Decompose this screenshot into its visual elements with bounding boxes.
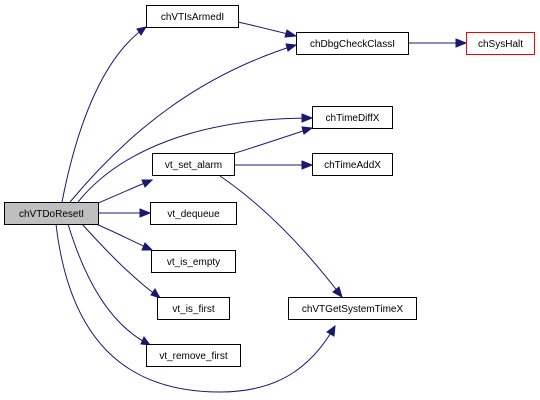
- node-vt-remove-first[interactable]: vt_remove_first: [146, 344, 241, 367]
- edge-chvtdoreseti-to-chvtgetsystemtimex: [55, 223, 336, 393]
- node-vt-is-empty-box: [151, 250, 236, 273]
- node-chtimeaddx-box: [312, 153, 393, 176]
- edge-vt-set-alarm-to-chvtgetsystemtimex: [219, 175, 343, 299]
- node-chdbgcheckclassi-label: chDbgCheckClassI: [310, 39, 395, 50]
- node-vt-remove-first-label: vt_remove_first: [159, 351, 228, 362]
- edge-chdbgcheckclassi-to-chsyshalt: [408, 38, 468, 48]
- node-chtimediffx-box: [312, 106, 393, 129]
- node-chtimediffx[interactable]: chTimeDiffX: [312, 106, 393, 129]
- node-chsyshalt-label: chSysHalt: [478, 39, 523, 50]
- node-vt-is-first-box: [157, 297, 230, 320]
- edge-chvtdoreseti-to-chdbgcheckclassi: [69, 43, 298, 203]
- node-vt-set-alarm-box: [152, 153, 235, 176]
- edge-chvtdoreseti-to-vt-remove-first: [67, 223, 152, 346]
- node-vt-set-alarm-label: vt_set_alarm: [165, 160, 222, 171]
- node-vt-is-empty-label: vt_is_empty: [167, 257, 220, 268]
- node-chvtisarmedi[interactable]: chVTIsArmedI: [146, 5, 239, 28]
- edge-vt-set-alarm-to-chtimeaddx: [234, 160, 314, 170]
- node-chvtisarmedi-label: chVTIsArmedI: [161, 12, 224, 23]
- node-chsyshalt[interactable]: chSysHalt: [466, 32, 535, 55]
- edge-chvtdoreseti-to-vt-is-empty: [95, 223, 154, 251]
- node-chtimeaddx-label: chTimeAddX: [324, 160, 381, 171]
- node-chtimeaddx[interactable]: chTimeAddX: [312, 153, 393, 176]
- node-chvtdoreseti-label: chVTDoResetI: [19, 209, 84, 220]
- node-chdbgcheckclassi[interactable]: chDbgCheckClassI: [296, 32, 409, 55]
- node-chvtgetsystemtimex-box: [288, 297, 417, 320]
- node-vt-set-alarm[interactable]: vt_set_alarm: [152, 153, 235, 176]
- node-chvtdoreseti-box: [4, 202, 99, 225]
- edge-chvtisarmedi-to-chdbgcheckclassi: [237, 21, 298, 38]
- node-chvtgetsystemtimex-label: chVTGetSystemTimeX: [302, 304, 404, 315]
- edge-chvtdoreseti-to-vt-set-alarm: [97, 179, 154, 204]
- node-vt-dequeue-box: [150, 202, 237, 225]
- node-chvtdoreseti[interactable]: chVTDoResetI: [4, 202, 99, 225]
- edge-chvtdoreseti-to-chtimediffx: [77, 113, 314, 203]
- edge-chvtdoreseti-to-chvtisarmedi: [61, 26, 148, 203]
- node-chtimediffx-label: chTimeDiffX: [326, 113, 380, 124]
- edge-chvtdoreseti-to-vt-dequeue: [98, 208, 152, 218]
- node-vt-dequeue-label: vt_dequeue: [167, 209, 220, 220]
- node-chsyshalt-box: [466, 32, 535, 55]
- node-chvtgetsystemtimex[interactable]: chVTGetSystemTimeX: [288, 297, 417, 320]
- node-chvtisarmedi-box: [146, 5, 239, 28]
- node-vt-is-empty[interactable]: vt_is_empty: [151, 250, 236, 273]
- edges: [55, 21, 468, 393]
- node-vt-is-first-label: vt_is_first: [172, 304, 214, 315]
- node-vt-dequeue[interactable]: vt_dequeue: [150, 202, 237, 225]
- nodes: chVTDoResetI chVTIsArmedI chDbgCheckClas…: [4, 5, 535, 367]
- node-chdbgcheckclassi-box: [296, 32, 409, 55]
- node-vt-remove-first-box: [146, 344, 241, 367]
- edge-vt-set-alarm-to-chtimediffx: [231, 126, 314, 155]
- edge-chvtdoreseti-to-vt-is-first: [81, 223, 162, 299]
- node-vt-is-first[interactable]: vt_is_first: [157, 297, 230, 320]
